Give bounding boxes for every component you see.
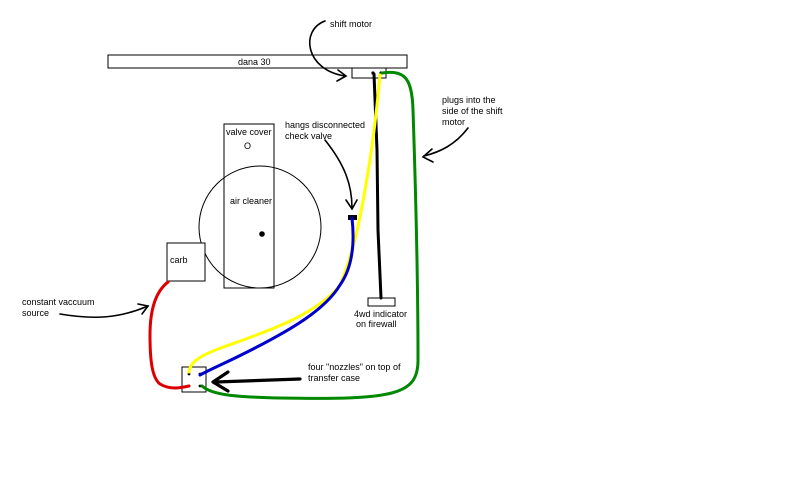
dana-30-bar: [107, 54, 408, 69]
4wd-indicator-label-line2: on firewall: [356, 319, 397, 329]
carb-box: [166, 242, 206, 282]
air-cleaner-label: air cleaner: [230, 196, 272, 206]
air-cleaner-circle: [198, 165, 322, 289]
check-valve-label-line1: hangs disconnected: [285, 120, 365, 130]
shift-motor-arrow-head: [336, 69, 348, 82]
4wd-indicator-label-line1: 4wd indicator: [354, 309, 407, 319]
check-valve-arrow: [324, 139, 353, 209]
plugs-arrow: [423, 127, 469, 157]
check-valve-label-line2: check valve: [285, 131, 332, 141]
nozzles-label-line1: four "nozzles" on top of: [308, 362, 401, 372]
carb-label: carb: [170, 255, 188, 265]
shift-motor-arrow: [309, 20, 346, 77]
nozzles-label-line2: transfer case: [308, 373, 360, 383]
dana-30-label: dana 30: [238, 57, 271, 67]
plugs-label-line2: side of the shift: [442, 106, 503, 116]
plugs-arrow-head: [421, 148, 434, 163]
blue-wire: [198, 216, 355, 377]
red-wire: [148, 280, 191, 390]
vacuum-source-label-line2: source: [22, 308, 49, 318]
nozzles-arrow-head: [211, 370, 230, 393]
green-wire: [200, 70, 420, 400]
check-valve-arrow-head: [345, 199, 358, 211]
plugs-label-line1: plugs into the: [442, 95, 496, 105]
valve-cover-o-label: O: [244, 141, 251, 151]
air-cleaner-center-dot: [259, 231, 265, 237]
valve-cover-box: [223, 123, 275, 289]
valve-cover-label: valve cover: [226, 127, 272, 137]
vacuum-source-label-line1: constant vaccuum: [22, 297, 95, 307]
shift-motor-label: shift motor: [330, 19, 372, 29]
nozzles-arrow: [214, 377, 302, 384]
vacuum-source-arrow-head: [137, 303, 150, 315]
plugs-label-line3: motor: [442, 117, 465, 127]
vacuum-source-arrow: [59, 305, 149, 319]
